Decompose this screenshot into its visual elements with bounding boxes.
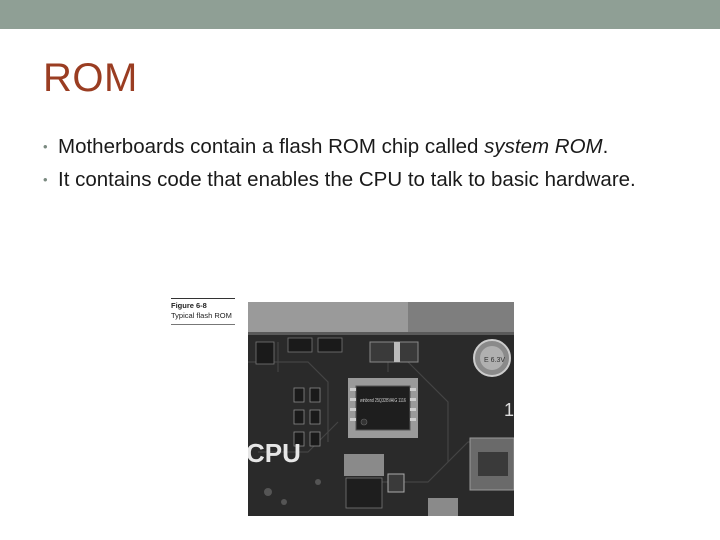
bullet-text: Motherboards contain a flash ROM chip ca… (58, 135, 485, 158)
figure-caption-block: Figure 6-8 Typical flash ROM (171, 298, 237, 325)
capacitor-marking: E 6.3V (484, 357, 505, 364)
caption-rule (171, 298, 235, 299)
bullet-item: • Motherboards contain a flash ROM chip … (43, 132, 663, 162)
caption-rule (171, 324, 235, 325)
bullet-tail: . (602, 135, 609, 158)
chip-marking: winbond 25Q32BVAIG 1116 (359, 398, 406, 404)
bullet-dot-icon: • (43, 139, 48, 154)
bullet-item: • It contains code that enables the CPU … (43, 165, 663, 195)
figure-label: Figure 6-8 (171, 301, 207, 310)
top-color-band (0, 0, 720, 29)
bullet-dot-icon: • (43, 172, 48, 187)
board-cpu-label: CPU (248, 438, 301, 468)
bullet-list: • Motherboards contain a flash ROM chip … (43, 132, 663, 198)
flash-rom-photo: E 6.3V winbond 25Q32BVAIG 1116 CPU 1 (248, 302, 514, 516)
svg-text:1: 1 (504, 400, 514, 420)
bullet-text: It contains code that enables the CPU to… (58, 168, 636, 191)
bullet-italic-text: system ROM (484, 135, 603, 158)
slide-title: ROM (43, 56, 138, 100)
figure-caption: Typical flash ROM (171, 311, 232, 320)
